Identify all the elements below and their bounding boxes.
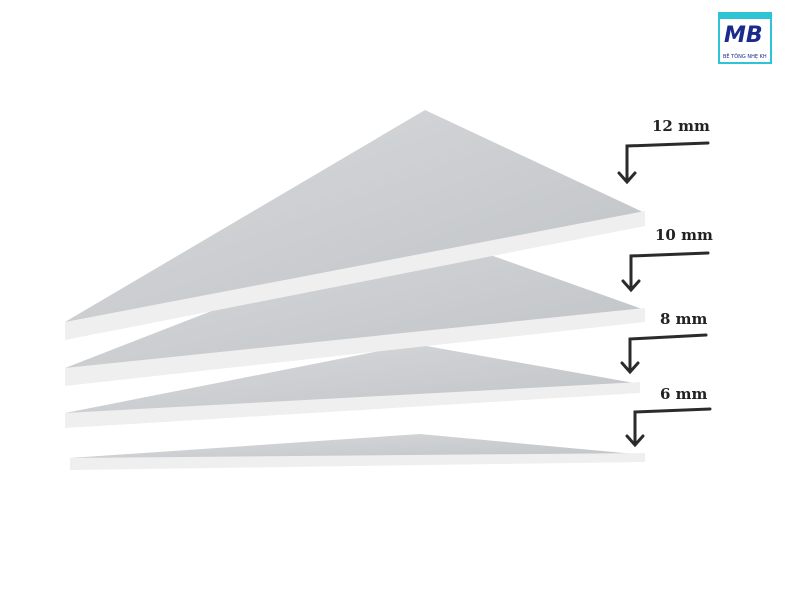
label-12mm: 12 mm — [652, 117, 710, 135]
label-8mm: 8 mm — [660, 310, 708, 328]
arrow-10mm — [621, 251, 710, 293]
board-8mm — [65, 344, 640, 428]
logo-letters: MB — [724, 23, 763, 48]
board-6mm — [70, 434, 645, 470]
arrow-12mm — [617, 141, 710, 185]
arrow-8mm — [620, 333, 708, 375]
board-12mm — [65, 110, 645, 340]
label-10mm: 10 mm — [655, 226, 713, 244]
label-6mm: 6 mm — [660, 385, 708, 403]
arrow-6mm — [625, 407, 712, 448]
brand-logo: MB BÊ TÔNG NHẸ KH — [718, 12, 772, 64]
logo-tagline: BÊ TÔNG NHẸ KH — [723, 52, 767, 60]
board-10mm — [65, 230, 645, 386]
